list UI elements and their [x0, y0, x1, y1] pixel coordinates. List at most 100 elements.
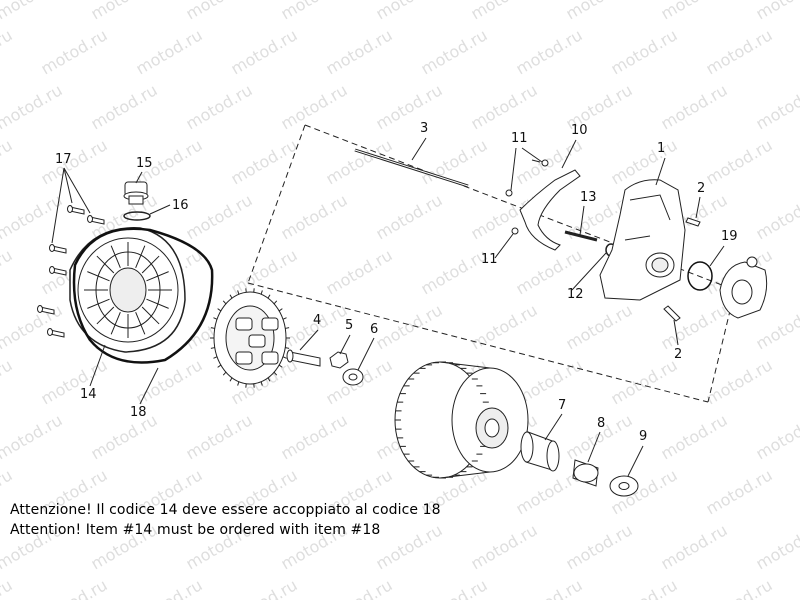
watermark-text: motod.ru: [753, 190, 800, 243]
watermark-text: motod.ru: [608, 355, 681, 408]
leader-line: [587, 431, 601, 463]
watermark-text: motod.ru: [0, 25, 16, 78]
leader-lines: [51, 137, 725, 477]
callout-14: 14: [80, 387, 97, 402]
cylinder-end-cover: [719, 256, 768, 319]
watermark-text: motod.ru: [563, 520, 636, 573]
watermark-text: motod.ru: [373, 0, 446, 23]
leader-line: [521, 147, 543, 163]
watermark-text: motod.ru: [88, 0, 161, 23]
watermark-text: motod.ru: [133, 25, 206, 78]
watermark-text: motod.ru: [183, 80, 256, 133]
watermark-text: motod.ru: [468, 0, 541, 23]
watermark-text: motod.ru: [418, 25, 491, 78]
leader-line: [51, 167, 65, 244]
callout-1: 1: [657, 141, 665, 156]
watermark-text: motod.ru: [563, 300, 636, 353]
note-english: Attention! Item #14 must be ordered with…: [10, 522, 381, 538]
cover-bolts: [37, 205, 105, 338]
leader-line: [63, 167, 91, 214]
leader-line: [89, 344, 106, 387]
note-italian: Attenzione! Il codice 14 deve essere acc…: [10, 502, 441, 518]
watermark-text: motod.ru: [228, 575, 301, 600]
watermark-text: motod.ru: [703, 355, 776, 408]
watermark-text: motod.ru: [0, 300, 66, 353]
callout-6: 6: [370, 322, 378, 337]
lock-nut: [329, 351, 349, 369]
watermark-text: motod.ru: [513, 575, 586, 600]
leader-line: [135, 171, 143, 184]
leader-line: [149, 204, 171, 215]
watermark-text: motod.ru: [183, 410, 256, 463]
watermark-text: motod.ru: [183, 190, 256, 243]
watermark-text: motod.ru: [703, 575, 776, 600]
spacer-bushing: [572, 459, 599, 487]
watermark-text: motod.ru: [703, 465, 776, 518]
oil-filler-cap: [123, 181, 149, 205]
callout-18: 18: [130, 405, 147, 420]
callout-10: 10: [571, 123, 588, 138]
leader-line: [579, 205, 585, 236]
watermark-text: motod.ru: [133, 575, 206, 600]
watermark-text: motod.ru: [753, 520, 800, 573]
watermark-text: motod.ru: [373, 520, 446, 573]
watermark-text: motod.ru: [278, 0, 351, 23]
watermark-text: motod.ru: [38, 575, 111, 600]
thrust-washer: [609, 475, 639, 497]
watermark-text: motod.ru: [373, 190, 446, 243]
watermark-text: motod.ru: [563, 0, 636, 23]
callout-12: 12: [567, 287, 584, 302]
watermark-text: motod.ru: [183, 0, 256, 23]
leader-line: [544, 413, 563, 441]
cap-o-ring: [123, 211, 151, 221]
cable-bracket: [519, 169, 581, 251]
cover-gasket: [72, 227, 214, 364]
watermark-text: motod.ru: [228, 25, 301, 78]
watermark-text: motod.ru: [658, 0, 731, 23]
assembly-boundary-dashed: [247, 124, 736, 403]
watermark-text: motod.ru: [753, 410, 800, 463]
pressure-plate: [210, 288, 290, 388]
watermark-text: motod.ru: [658, 80, 731, 133]
callout-5: 5: [345, 318, 353, 333]
callout-2: 2: [674, 347, 682, 362]
bracket-screws: [505, 159, 549, 235]
watermark-text: motod.ru: [468, 520, 541, 573]
callout-11: 11: [481, 252, 498, 267]
watermark-text: motod.ru: [323, 25, 396, 78]
callout-9: 9: [639, 429, 647, 444]
slave-cylinder-housing: [599, 179, 686, 301]
watermark-text: motod.ru: [373, 300, 446, 353]
watermark-text: motod.ru: [468, 300, 541, 353]
callout-15: 15: [136, 156, 153, 171]
leader-line: [571, 252, 607, 291]
leader-line: [139, 367, 159, 405]
watermark-text: motod.ru: [278, 80, 351, 133]
watermark-text: motod.ru: [323, 575, 396, 600]
watermark-text: motod.ru: [278, 410, 351, 463]
callout-4: 4: [313, 313, 321, 328]
watermark-text: motod.ru: [0, 410, 66, 463]
watermark-text: motod.ru: [658, 520, 731, 573]
leader-line: [695, 196, 701, 219]
watermark-text: motod.ru: [228, 135, 301, 188]
housing-bolts: [663, 217, 701, 322]
watermark-text: motod.ru: [0, 80, 66, 133]
leader-line: [561, 139, 577, 169]
callout-7: 7: [558, 398, 566, 413]
watermark-text: motod.ru: [228, 245, 301, 298]
callout-labels: 1 2 2 3 4 5 6 7 8 9 10 11 11 12 13 14 15…: [55, 121, 738, 444]
leader-line: [411, 137, 427, 161]
leader-line: [63, 167, 73, 204]
callout-3: 3: [420, 121, 428, 136]
watermark-text: motod.ru: [88, 410, 161, 463]
leader-line: [494, 233, 514, 259]
watermark-text: motod.ru: [88, 80, 161, 133]
lock-washer: [342, 368, 364, 386]
callout-19: 19: [721, 229, 738, 244]
watermark-text: motod.ru: [703, 135, 776, 188]
leader-line: [357, 337, 375, 371]
seal-ring: [687, 261, 713, 291]
needle-bearing: [520, 431, 560, 472]
